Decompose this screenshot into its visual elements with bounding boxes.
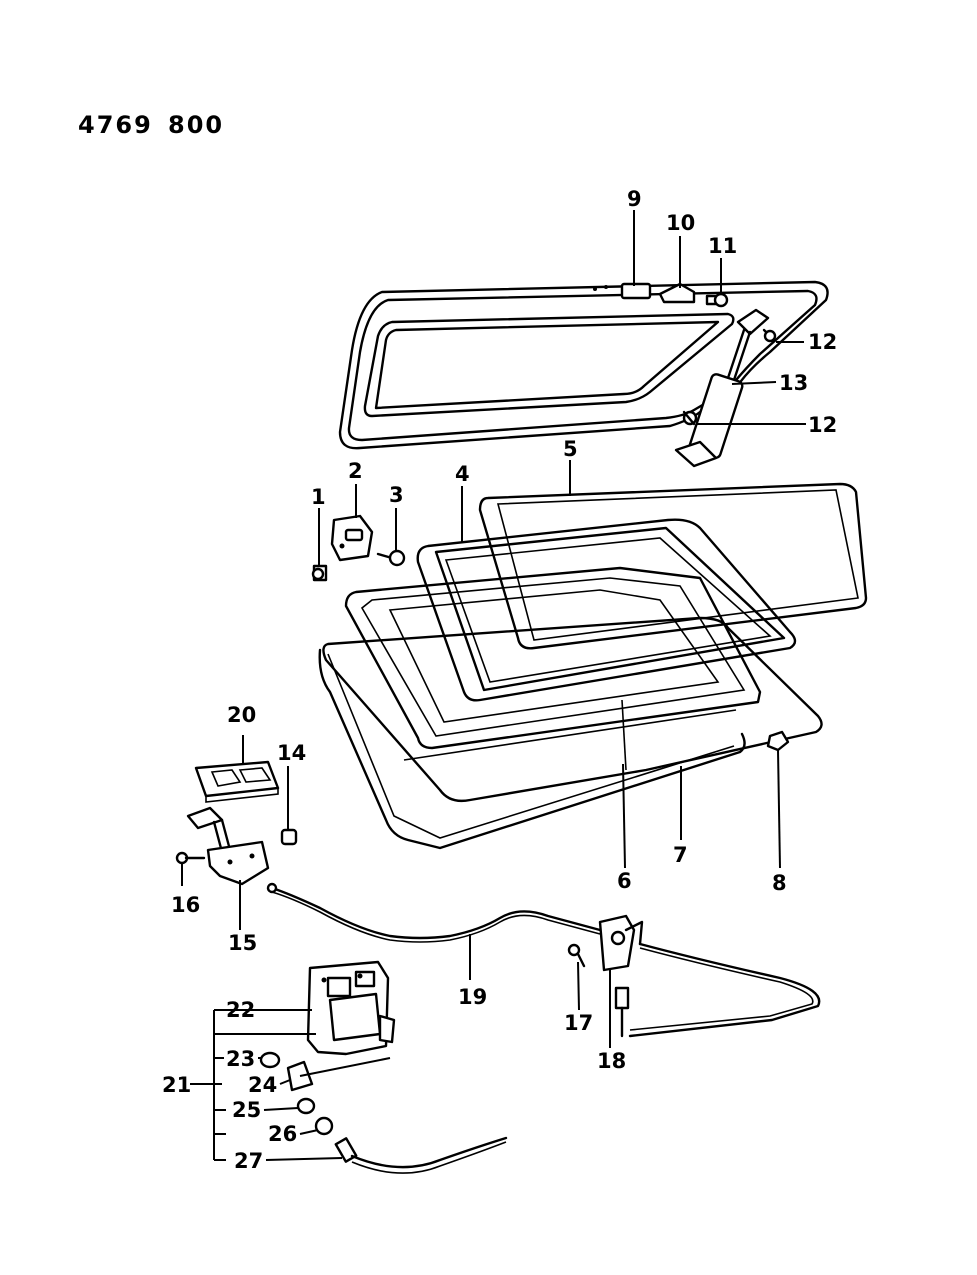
part-11-bolt — [705, 292, 729, 308]
label-7: 7 — [673, 843, 688, 867]
label-26: 26 — [268, 1122, 297, 1146]
label-2: 2 — [348, 459, 363, 483]
part-27-rod — [334, 1136, 508, 1174]
diagram-code-a: 4769 — [78, 111, 153, 139]
part-19-release-cable-edge — [271, 891, 601, 943]
label-16: 16 — [171, 893, 200, 917]
part-12-screw-lower — [682, 410, 698, 426]
leader-lines — [181, 210, 806, 1161]
part-8-nut — [766, 730, 790, 752]
part-4-glass-weatherstrip — [416, 518, 797, 702]
liftgate-gasket — [344, 566, 762, 750]
label-19: 19 — [458, 985, 487, 1009]
part-13-gas-strut — [674, 308, 770, 468]
label-10: 10 — [666, 211, 695, 235]
label-3: 3 — [389, 483, 404, 507]
label-5: 5 — [563, 437, 578, 461]
part-7-weatherstrip-seal — [318, 648, 746, 850]
label-25: 25 — [232, 1098, 261, 1122]
label-23: 23 — [226, 1047, 255, 1071]
part-3-bolt — [376, 549, 406, 567]
label-17: 17 — [564, 1011, 593, 1035]
label-18: 18 — [597, 1049, 626, 1073]
part-2-hinge — [330, 514, 374, 562]
part-6-trim-panel — [322, 616, 823, 803]
diagram-code-b: 800 — [168, 111, 224, 139]
part-18-latch — [598, 914, 821, 1038]
label-11: 11 — [708, 234, 737, 258]
label-6: 6 — [617, 869, 632, 893]
part-19-cable-end — [266, 882, 278, 894]
label-1: 1 — [311, 485, 326, 509]
part-26-cylinder — [314, 1116, 334, 1136]
part-19-release-cable — [270, 886, 602, 940]
label-20: 20 — [227, 703, 256, 727]
part-15-release-lever — [186, 806, 270, 886]
label-12-upper: 12 — [808, 330, 837, 354]
part-17-bolt — [567, 943, 586, 968]
label-4: 4 — [455, 462, 470, 486]
part-25-grommet — [296, 1097, 316, 1115]
label-14: 14 — [277, 741, 306, 765]
part-16-screw — [175, 851, 206, 865]
part-5-glass-edge — [496, 489, 859, 641]
part-14-clip — [280, 828, 298, 846]
label-27: 27 — [234, 1149, 263, 1173]
part-22-lock-assembly — [306, 960, 396, 1056]
label-13: 13 — [779, 371, 808, 395]
part-20-handle-cover — [194, 760, 280, 803]
label-15: 15 — [228, 931, 257, 955]
label-12-lower: 12 — [808, 413, 837, 437]
part-9-bracket — [620, 282, 652, 300]
part-5-glass — [478, 482, 868, 650]
part-number-labels: 1 2 3 4 5 6 7 8 9 10 11 12 13 12 14 15 1… — [162, 187, 837, 1173]
label-24: 24 — [248, 1073, 277, 1097]
label-8: 8 — [772, 871, 787, 895]
part-1-bolt — [311, 564, 328, 582]
label-9: 9 — [627, 187, 642, 211]
label-21: 21 — [162, 1073, 191, 1097]
part-10-striker — [658, 282, 696, 304]
part-23-washer — [259, 1051, 281, 1069]
part-12-screw-upper — [762, 328, 777, 343]
label-22: 22 — [226, 998, 255, 1022]
